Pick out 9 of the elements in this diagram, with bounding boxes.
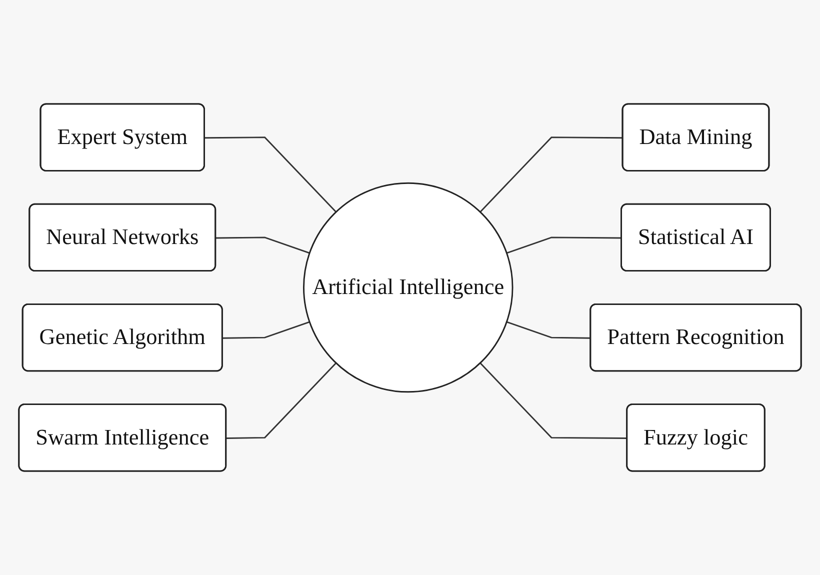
connector: [204, 136, 337, 212]
node-circle: Artificial Intelligence: [303, 182, 514, 393]
connector: [222, 321, 310, 339]
connector: [480, 136, 624, 212]
connector: [506, 321, 591, 339]
connector: [480, 362, 628, 439]
connector: [506, 236, 622, 254]
connector: [226, 362, 337, 439]
connector: [216, 236, 310, 254]
